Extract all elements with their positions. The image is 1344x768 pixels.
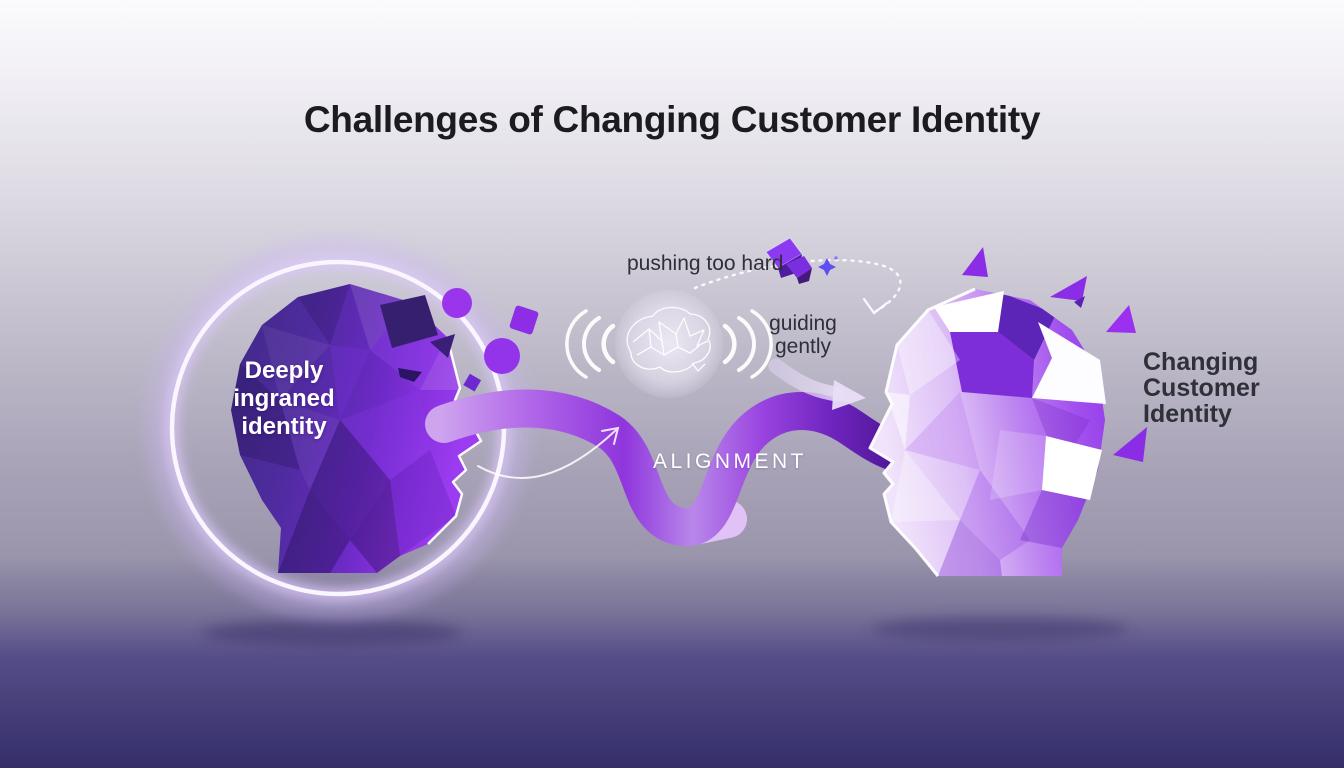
polygon-head-left — [231, 284, 483, 573]
cube-fragments-icon — [765, 237, 812, 284]
bottom-dark-band — [0, 556, 1344, 768]
missing-pieces-white — [934, 291, 1106, 500]
left-label-line1: Deeply — [244, 357, 324, 384]
guiding-gently-label: guiding gently — [740, 312, 866, 358]
alignment-label: ALIGNMENT — [653, 450, 808, 473]
left-label-line3: identity — [241, 413, 327, 440]
right-label-line1: Changing — [1143, 348, 1259, 376]
page-title: Challenges of Changing Customer Identity — [303, 98, 1041, 140]
guiding-line2: gently — [774, 335, 832, 358]
guide-arrow-icon — [768, 358, 866, 410]
thin-arrow-icon — [477, 426, 620, 479]
sparkle-icon — [818, 256, 838, 276]
brain-icon — [626, 306, 711, 373]
polygon-head-right — [868, 287, 1106, 577]
head-shadow-left — [202, 620, 462, 646]
breaking-fragments-right — [962, 247, 1147, 462]
pushing-too-hard-label: pushing too hard — [627, 252, 784, 275]
right-label-line3: Identity — [1143, 400, 1232, 428]
head-shadow-right — [872, 617, 1128, 641]
deeply-ingrained-label: Deeply ingraned identity — [194, 357, 374, 441]
dashed-arrow-icon — [693, 258, 902, 315]
flow-ribbon — [425, 389, 913, 547]
guiding-line1: guiding — [769, 312, 837, 335]
brain-bubble — [565, 290, 773, 398]
sound-waves-icon — [565, 309, 773, 379]
right-label-line2: Customer — [1143, 374, 1260, 402]
changing-customer-identity-label: Changing Customer Identity — [1143, 349, 1260, 427]
left-head-eye — [398, 368, 422, 382]
left-label-line2: ingraned — [233, 385, 335, 412]
